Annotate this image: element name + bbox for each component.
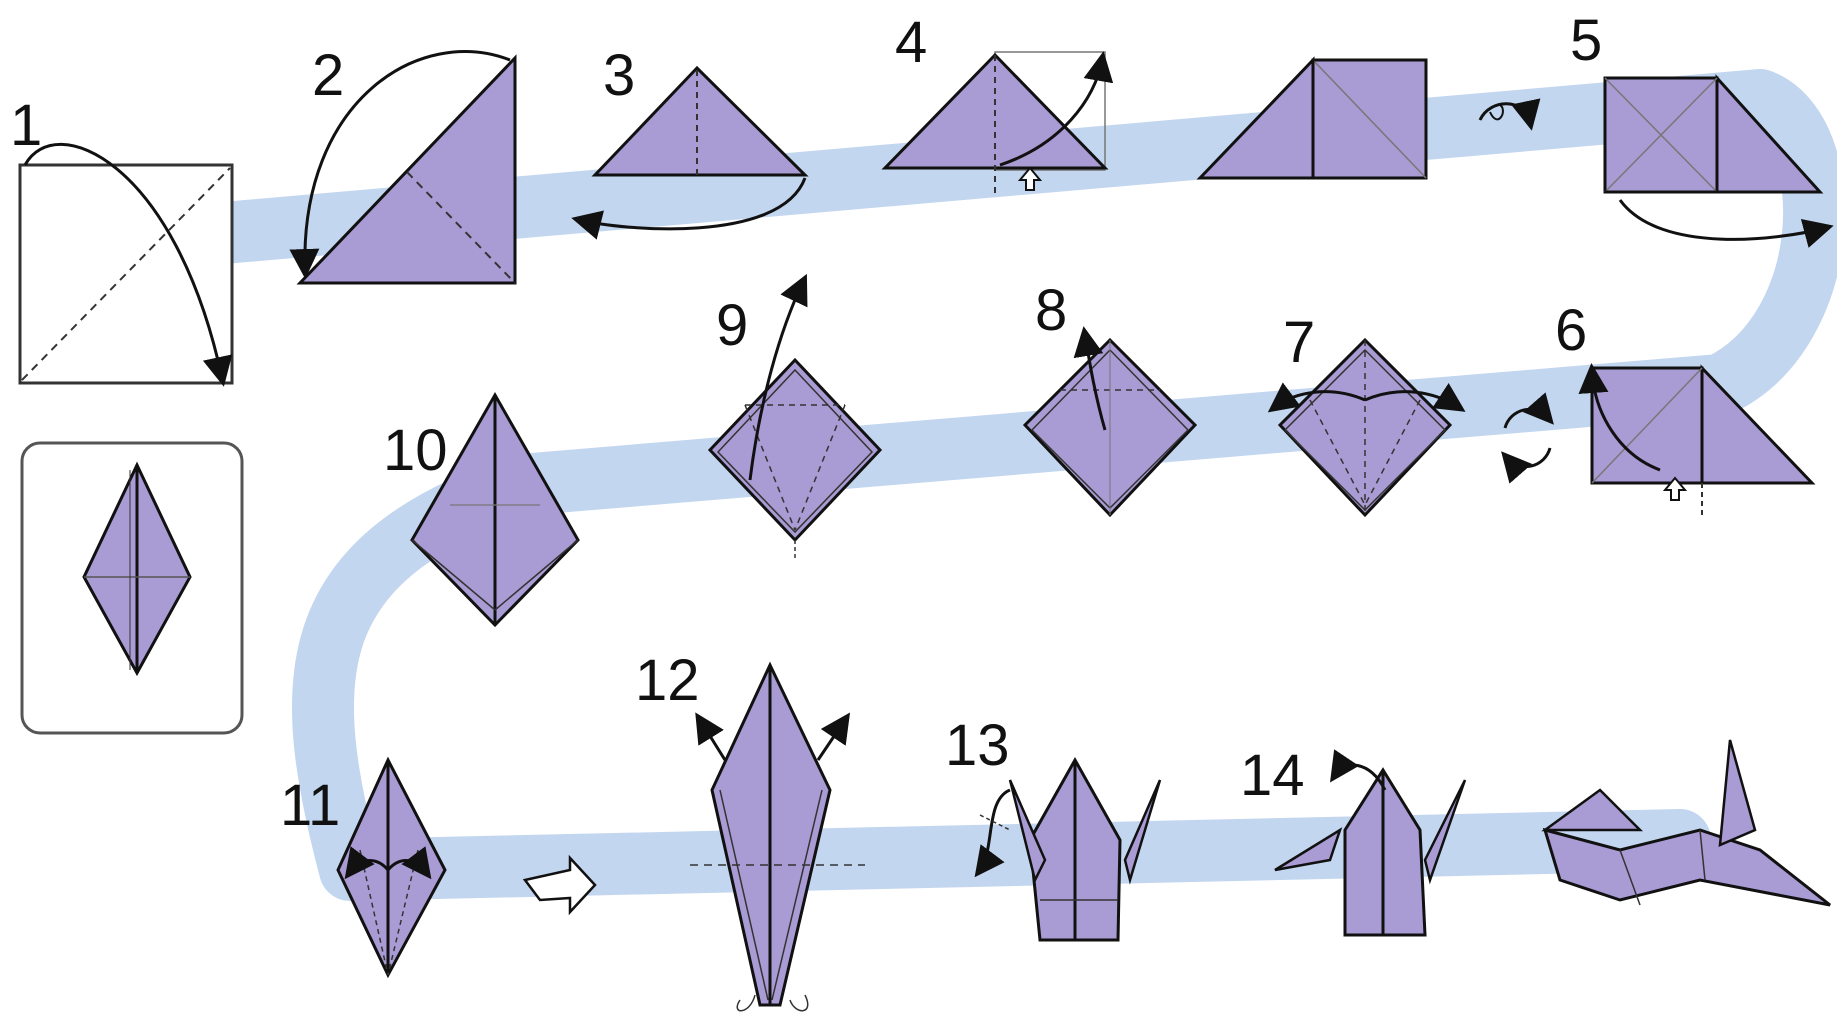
step-7-figure <box>1267 337 1466 518</box>
step-14-label: 14 <box>1240 743 1305 808</box>
step-6-figure <box>1578 363 1816 515</box>
step-11-figure <box>336 756 447 979</box>
step-4-figure <box>881 51 1114 195</box>
step-6-label: 6 <box>1555 298 1587 363</box>
step-14-figure <box>1274 749 1467 937</box>
step-1-figure <box>18 142 234 387</box>
step-5-label: 5 <box>1570 8 1602 73</box>
step-12-figure <box>690 661 865 1012</box>
step-11-label: 11 <box>280 773 340 838</box>
step-9-figure <box>707 273 883 560</box>
step-1-label: 1 <box>10 93 42 158</box>
flip-over-icon <box>1478 98 1541 131</box>
rotate-icon <box>1501 392 1554 484</box>
step-10-label: 10 <box>383 418 448 483</box>
step-9-label: 9 <box>716 293 748 358</box>
step-8-label: 8 <box>1035 278 1067 343</box>
step-4-label: 4 <box>895 10 927 75</box>
inset-bird-base <box>20 441 244 735</box>
step-12-label: 12 <box>635 648 700 713</box>
step-8-figure <box>1022 326 1198 518</box>
finished-crane-figure <box>1541 739 1831 907</box>
turn-page-arrow-icon <box>522 854 597 916</box>
step-13-figure <box>974 756 1162 942</box>
step-4b-figure <box>1196 56 1428 180</box>
step-13-label: 13 <box>945 713 1010 778</box>
step-5-figure <box>1603 74 1834 248</box>
step-10-figure <box>410 391 580 628</box>
step-3-label: 3 <box>603 43 635 108</box>
step-3-figure <box>571 65 809 240</box>
step-7-label: 7 <box>1283 310 1315 375</box>
step-2-figure <box>289 50 517 285</box>
step-2-label: 2 <box>312 43 344 108</box>
